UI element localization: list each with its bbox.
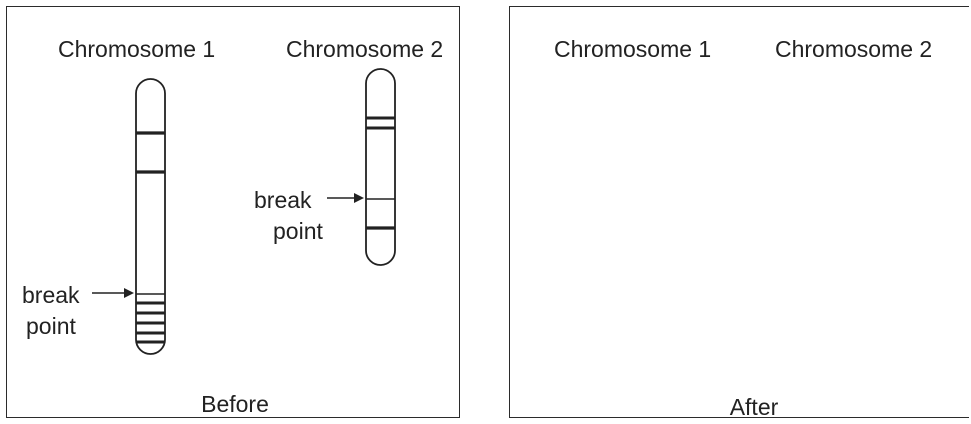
after-panel (509, 6, 969, 418)
before-break-arrow-2 (327, 193, 364, 203)
before-chromosome1-bands (136, 133, 165, 342)
after-chromosome2-label: Chromosome 2 (775, 36, 932, 62)
before-break-label-2-line1: break (254, 187, 312, 213)
after-caption: After (704, 394, 804, 420)
before-chromosome2 (366, 69, 395, 265)
before-break-arrow-1 (92, 288, 134, 298)
before-break-label-1-line2: point (26, 313, 76, 339)
before-break-label-2-line2: point (273, 218, 323, 244)
before-caption: Before (180, 391, 290, 417)
before-chromosome2-bands (366, 118, 395, 228)
before-break-label-1-line1: break (22, 282, 80, 308)
after-chromosome1-label: Chromosome 1 (554, 36, 711, 62)
